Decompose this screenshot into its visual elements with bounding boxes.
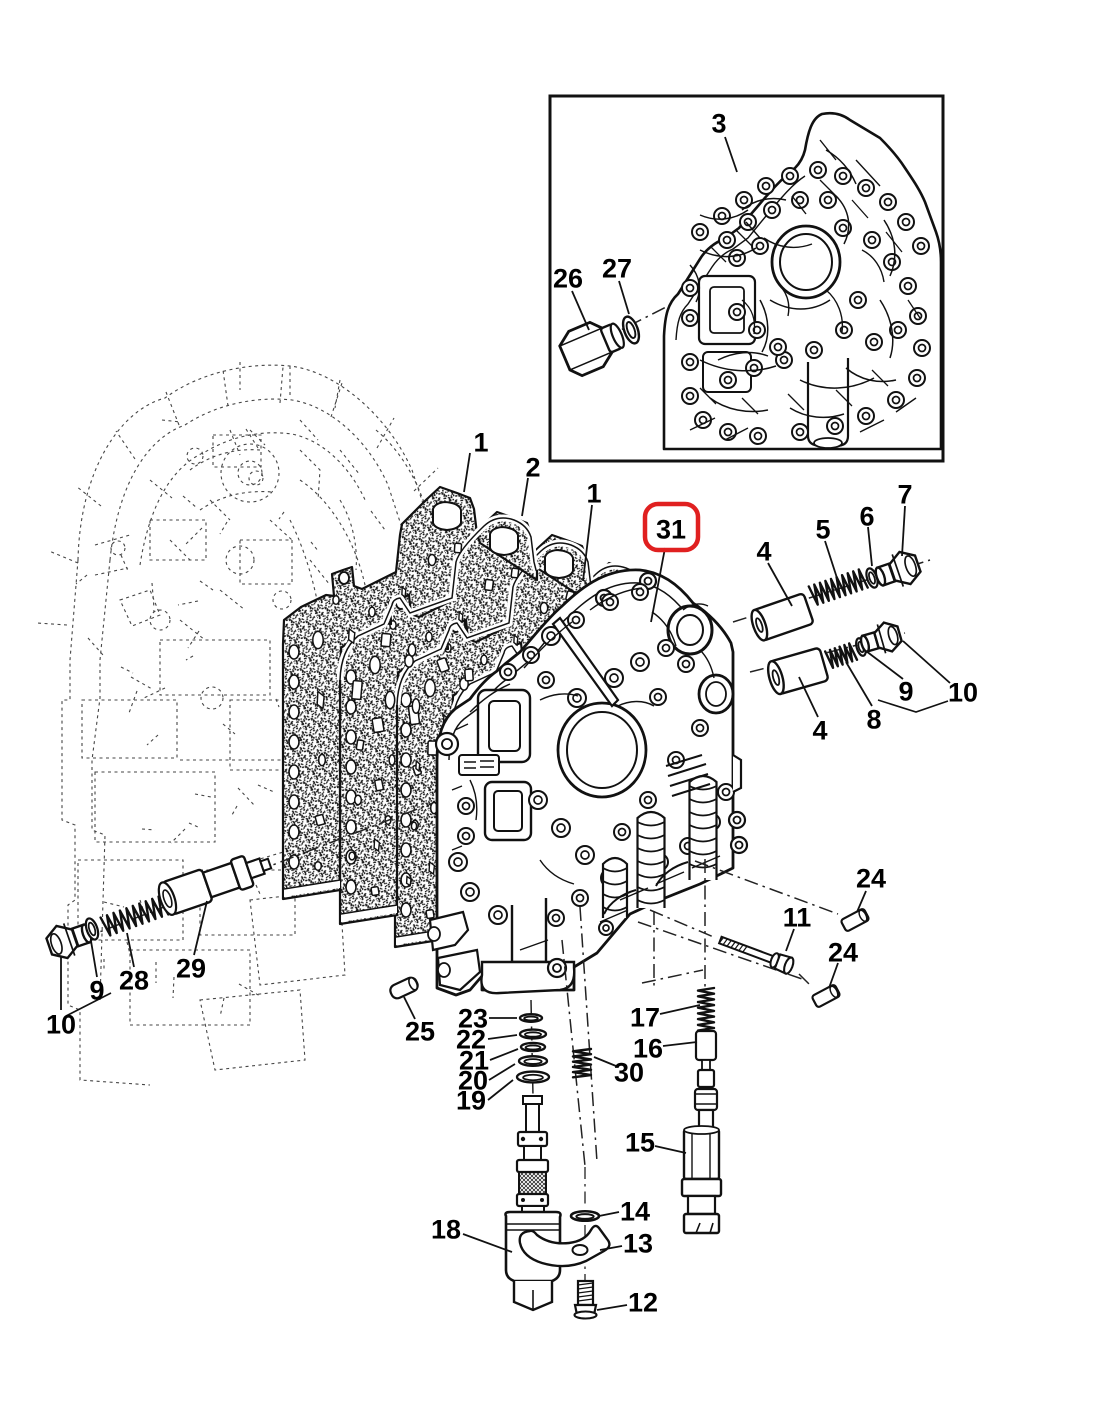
svg-text:24: 24 <box>828 938 858 968</box>
svg-text:13: 13 <box>623 1229 653 1259</box>
svg-text:9: 9 <box>89 976 104 1006</box>
svg-text:17: 17 <box>630 1003 660 1033</box>
svg-text:20: 20 <box>458 1066 488 1096</box>
svg-text:21: 21 <box>459 1046 489 1076</box>
svg-text:1: 1 <box>473 428 488 458</box>
svg-text:7: 7 <box>897 480 912 510</box>
svg-text:26: 26 <box>553 264 583 294</box>
svg-text:18: 18 <box>431 1215 461 1245</box>
svg-text:2: 2 <box>525 453 540 483</box>
svg-text:5: 5 <box>815 515 830 545</box>
svg-text:28: 28 <box>119 966 149 996</box>
svg-text:25: 25 <box>405 1017 435 1047</box>
svg-text:1: 1 <box>586 479 601 509</box>
svg-text:30: 30 <box>614 1058 644 1088</box>
svg-text:14: 14 <box>620 1197 650 1227</box>
svg-text:11: 11 <box>783 903 812 933</box>
svg-text:23: 23 <box>458 1004 488 1034</box>
svg-text:22: 22 <box>456 1025 486 1055</box>
svg-text:8: 8 <box>866 705 881 735</box>
svg-text:10: 10 <box>46 1010 76 1040</box>
svg-text:24: 24 <box>856 864 886 894</box>
svg-text:4: 4 <box>756 537 771 567</box>
svg-text:15: 15 <box>625 1128 655 1158</box>
svg-text:10: 10 <box>948 678 978 708</box>
svg-text:6: 6 <box>859 502 874 532</box>
svg-text:19: 19 <box>456 1086 486 1116</box>
svg-text:3: 3 <box>711 109 726 139</box>
svg-text:31: 31 <box>656 515 686 545</box>
svg-text:4: 4 <box>812 716 827 746</box>
svg-text:12: 12 <box>628 1288 658 1318</box>
svg-text:9: 9 <box>898 677 913 707</box>
svg-text:27: 27 <box>602 254 632 284</box>
svg-text:16: 16 <box>633 1034 663 1064</box>
svg-text:29: 29 <box>176 954 206 984</box>
